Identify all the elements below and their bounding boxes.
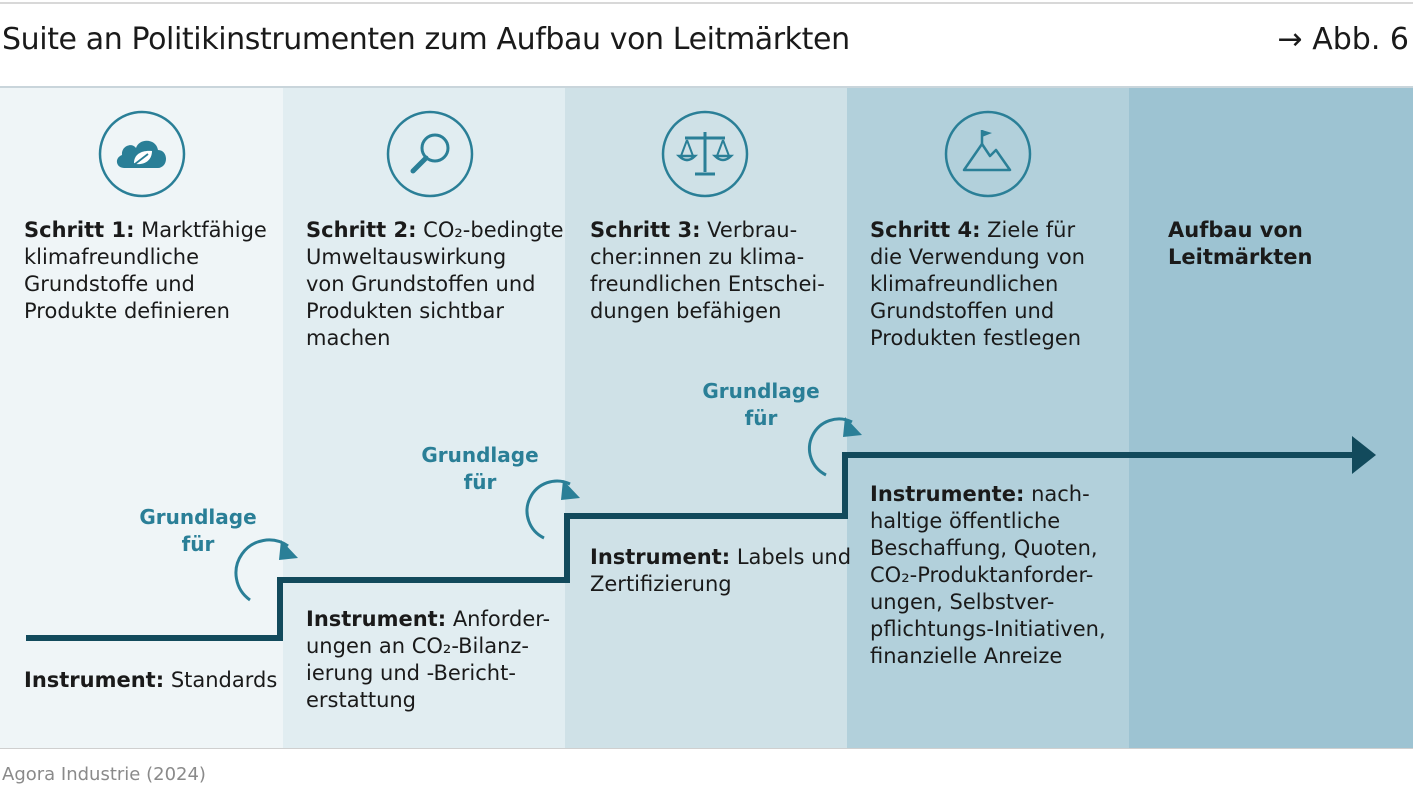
step-3-label: Schritt 3: <box>590 218 701 242</box>
instrument-4-description: nach- haltige öffentliche Beschaffung, Q… <box>870 482 1106 668</box>
instrument-3-text: Instrument: Labels und Zertifizierung <box>590 544 851 598</box>
staircase-arrowhead <box>1352 436 1376 474</box>
instrument-1-description: Standards <box>170 668 278 692</box>
instrument-2-label: Instrument: <box>306 607 447 631</box>
mountain-flag-icon <box>944 110 1032 198</box>
step-4-description: Ziele für die Verwendung von klimafreund… <box>870 218 1085 350</box>
step-1-description: Marktfähige klimafreundliche Grundstoffe… <box>24 218 267 323</box>
step-1-text: Schritt 1: Marktfähige klimafreundliche … <box>24 217 267 325</box>
top-rule <box>0 2 1413 4</box>
step-2-text: Schritt 2: CO₂-bedingte Umweltauswirkung… <box>306 217 564 352</box>
staircase-line <box>26 452 1360 641</box>
column-goal <box>1129 86 1413 749</box>
instrument-2-text: Instrument: Anforder- ungen an CO₂-Bilan… <box>306 606 550 714</box>
step-4-label: Schritt 4: <box>870 218 981 242</box>
grundlage-label-3: Grundlage für <box>702 379 820 430</box>
step-4-text: Schritt 4: Ziele für die Verwendung von … <box>870 217 1085 352</box>
instrument-1-text: Instrument: Standards <box>24 667 277 694</box>
instrument-4-text: Instrumente: nach- haltige öffentliche B… <box>870 481 1106 670</box>
cloud-leaf-icon <box>98 110 186 198</box>
cycle-arrow-3-icon <box>808 417 862 477</box>
instrument-2-description: Anforder- ungen an CO₂-Bilanz- ierung un… <box>306 607 551 712</box>
magnifier-icon <box>386 110 474 198</box>
instrument-1-label: Instrument: <box>24 668 165 692</box>
step-2-description: CO₂-bedingte Umweltauswirkung von Grunds… <box>306 218 564 350</box>
cycle-arrow-2-icon <box>525 479 580 540</box>
step-3-description: Verbrau- cher:innen zu klima- freundlich… <box>590 218 825 323</box>
panel-bottom-line <box>0 748 1413 749</box>
grundlage-label-1: Grundlage für <box>139 505 257 556</box>
figure-title: Suite an Politikinstrumenten zum Aufbau … <box>2 22 850 57</box>
instrument-3-label: Instrument: <box>590 545 731 569</box>
figure-reference: → Abb. 6 <box>1277 22 1409 57</box>
grundlage-label-2: Grundlage für <box>421 443 539 494</box>
source-note: Agora Industrie (2024) <box>2 764 206 785</box>
scales-icon <box>661 110 749 198</box>
instrument-4-label: Instrumente: <box>870 482 1025 506</box>
step-3-text: Schritt 3: Verbrau- cher:innen zu klima-… <box>590 217 825 325</box>
goal-text: Aufbau von Leitmärkten <box>1168 218 1313 269</box>
step-2-label: Schritt 2: <box>306 218 417 242</box>
step-1-label: Schritt 1: <box>24 218 135 242</box>
instrument-3-description: Labels und Zertifizierung <box>590 545 852 596</box>
cycle-arrow-1-icon <box>234 538 298 602</box>
panel-top-line <box>0 86 1413 88</box>
